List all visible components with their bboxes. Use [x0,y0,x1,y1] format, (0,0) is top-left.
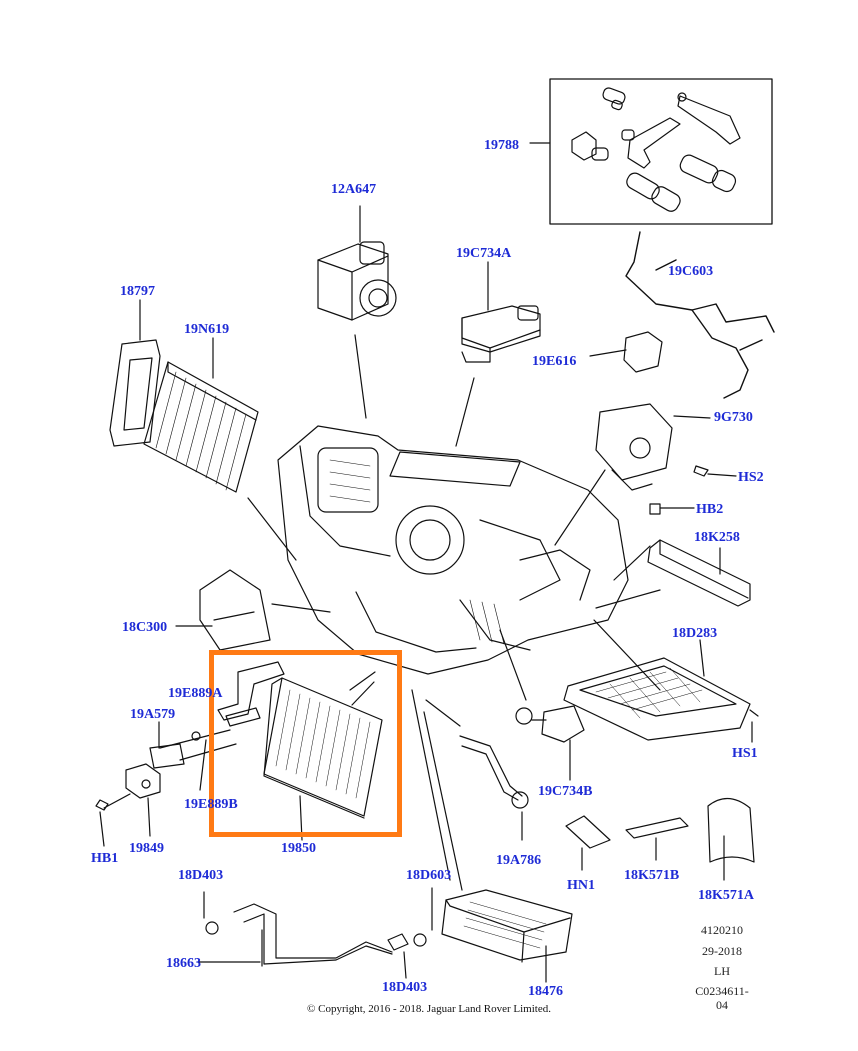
heater-core-19850-part [199,677,383,841]
pipe-19a786-part [459,735,529,841]
tray-18d283-part [563,639,759,743]
meta-line-4: C0234611-04 [695,984,749,1012]
label-18k258[interactable]: 18K258 [694,530,740,545]
clamps-18d403-part [387,887,433,979]
label-18d603[interactable]: 18D603 [406,868,452,883]
meta-line-3: LH [714,964,730,978]
label-18c300[interactable]: 18C300 [122,620,168,635]
meta-line-1: 4120210 [701,923,743,937]
label-18476[interactable]: 18476 [528,984,563,999]
fasteners-top-right [649,465,737,515]
label-18k571b[interactable]: 18K571B [624,868,680,883]
label-19c603[interactable]: 19C603 [668,264,714,279]
label-12a647[interactable]: 12A647 [331,182,377,197]
label-19n619[interactable]: 19N619 [184,322,230,337]
sensor-19e616-part [589,331,663,373]
label-19788[interactable]: 19788 [484,138,519,153]
cover-18797-part [109,299,297,561]
blower-motor-part [317,205,397,419]
label-19e889a[interactable]: 19E889A [168,686,223,701]
actuator-19c734b-part [515,705,585,781]
heater-pipes-clamp [149,661,285,769]
label-18663[interactable]: 18663 [166,956,201,971]
label-hb2[interactable]: HB2 [696,502,724,517]
label-18d403-lower[interactable]: 18D403 [382,980,428,995]
brackets-lower-right [565,797,755,881]
label-19c734a[interactable]: 19C734A [456,246,512,261]
label-19e889b[interactable]: 19E889B [184,797,238,812]
label-18d283[interactable]: 18D283 [672,626,718,641]
label-19850[interactable]: 19850 [281,841,316,856]
label-hs2[interactable]: HS2 [738,470,764,485]
label-19a579[interactable]: 19A579 [130,707,176,722]
actuator-19c734a-part [455,261,541,447]
label-19a786[interactable]: 19A786 [496,853,542,868]
copyright-notice: © Copyright, 2016 - 2018. Jaguar Land Ro… [307,1003,551,1015]
leader-lines [271,545,661,891]
highlighted-heater-core-area [209,650,402,837]
actuator-kit-inset [529,78,773,225]
label-hs1[interactable]: HS1 [732,746,758,761]
duct-18k258-part [647,539,751,607]
label-hb1[interactable]: HB1 [91,851,119,866]
pollen-filter-part [143,337,259,493]
evaporator-18476-part [441,889,573,983]
label-hn1[interactable]: HN1 [567,878,595,893]
actuator-9g730-part [554,403,711,546]
label-19849[interactable]: 19849 [129,841,164,856]
bracket-19849-part [95,763,161,847]
label-18k571a[interactable]: 18K571A [698,888,754,903]
duct-18c300-part [175,569,271,651]
wiring-harness-part [625,231,775,399]
label-19c734b[interactable]: 19C734B [538,784,593,799]
label-9g730[interactable]: 9G730 [714,410,753,425]
label-18d403-upper[interactable]: 18D403 [178,868,224,883]
pipes-18663-part [197,891,393,967]
hvac-housing [277,425,629,675]
meta-line-2: 29-2018 [702,944,742,958]
label-19e616[interactable]: 19E616 [532,354,577,369]
label-18797[interactable]: 18797 [120,284,155,299]
